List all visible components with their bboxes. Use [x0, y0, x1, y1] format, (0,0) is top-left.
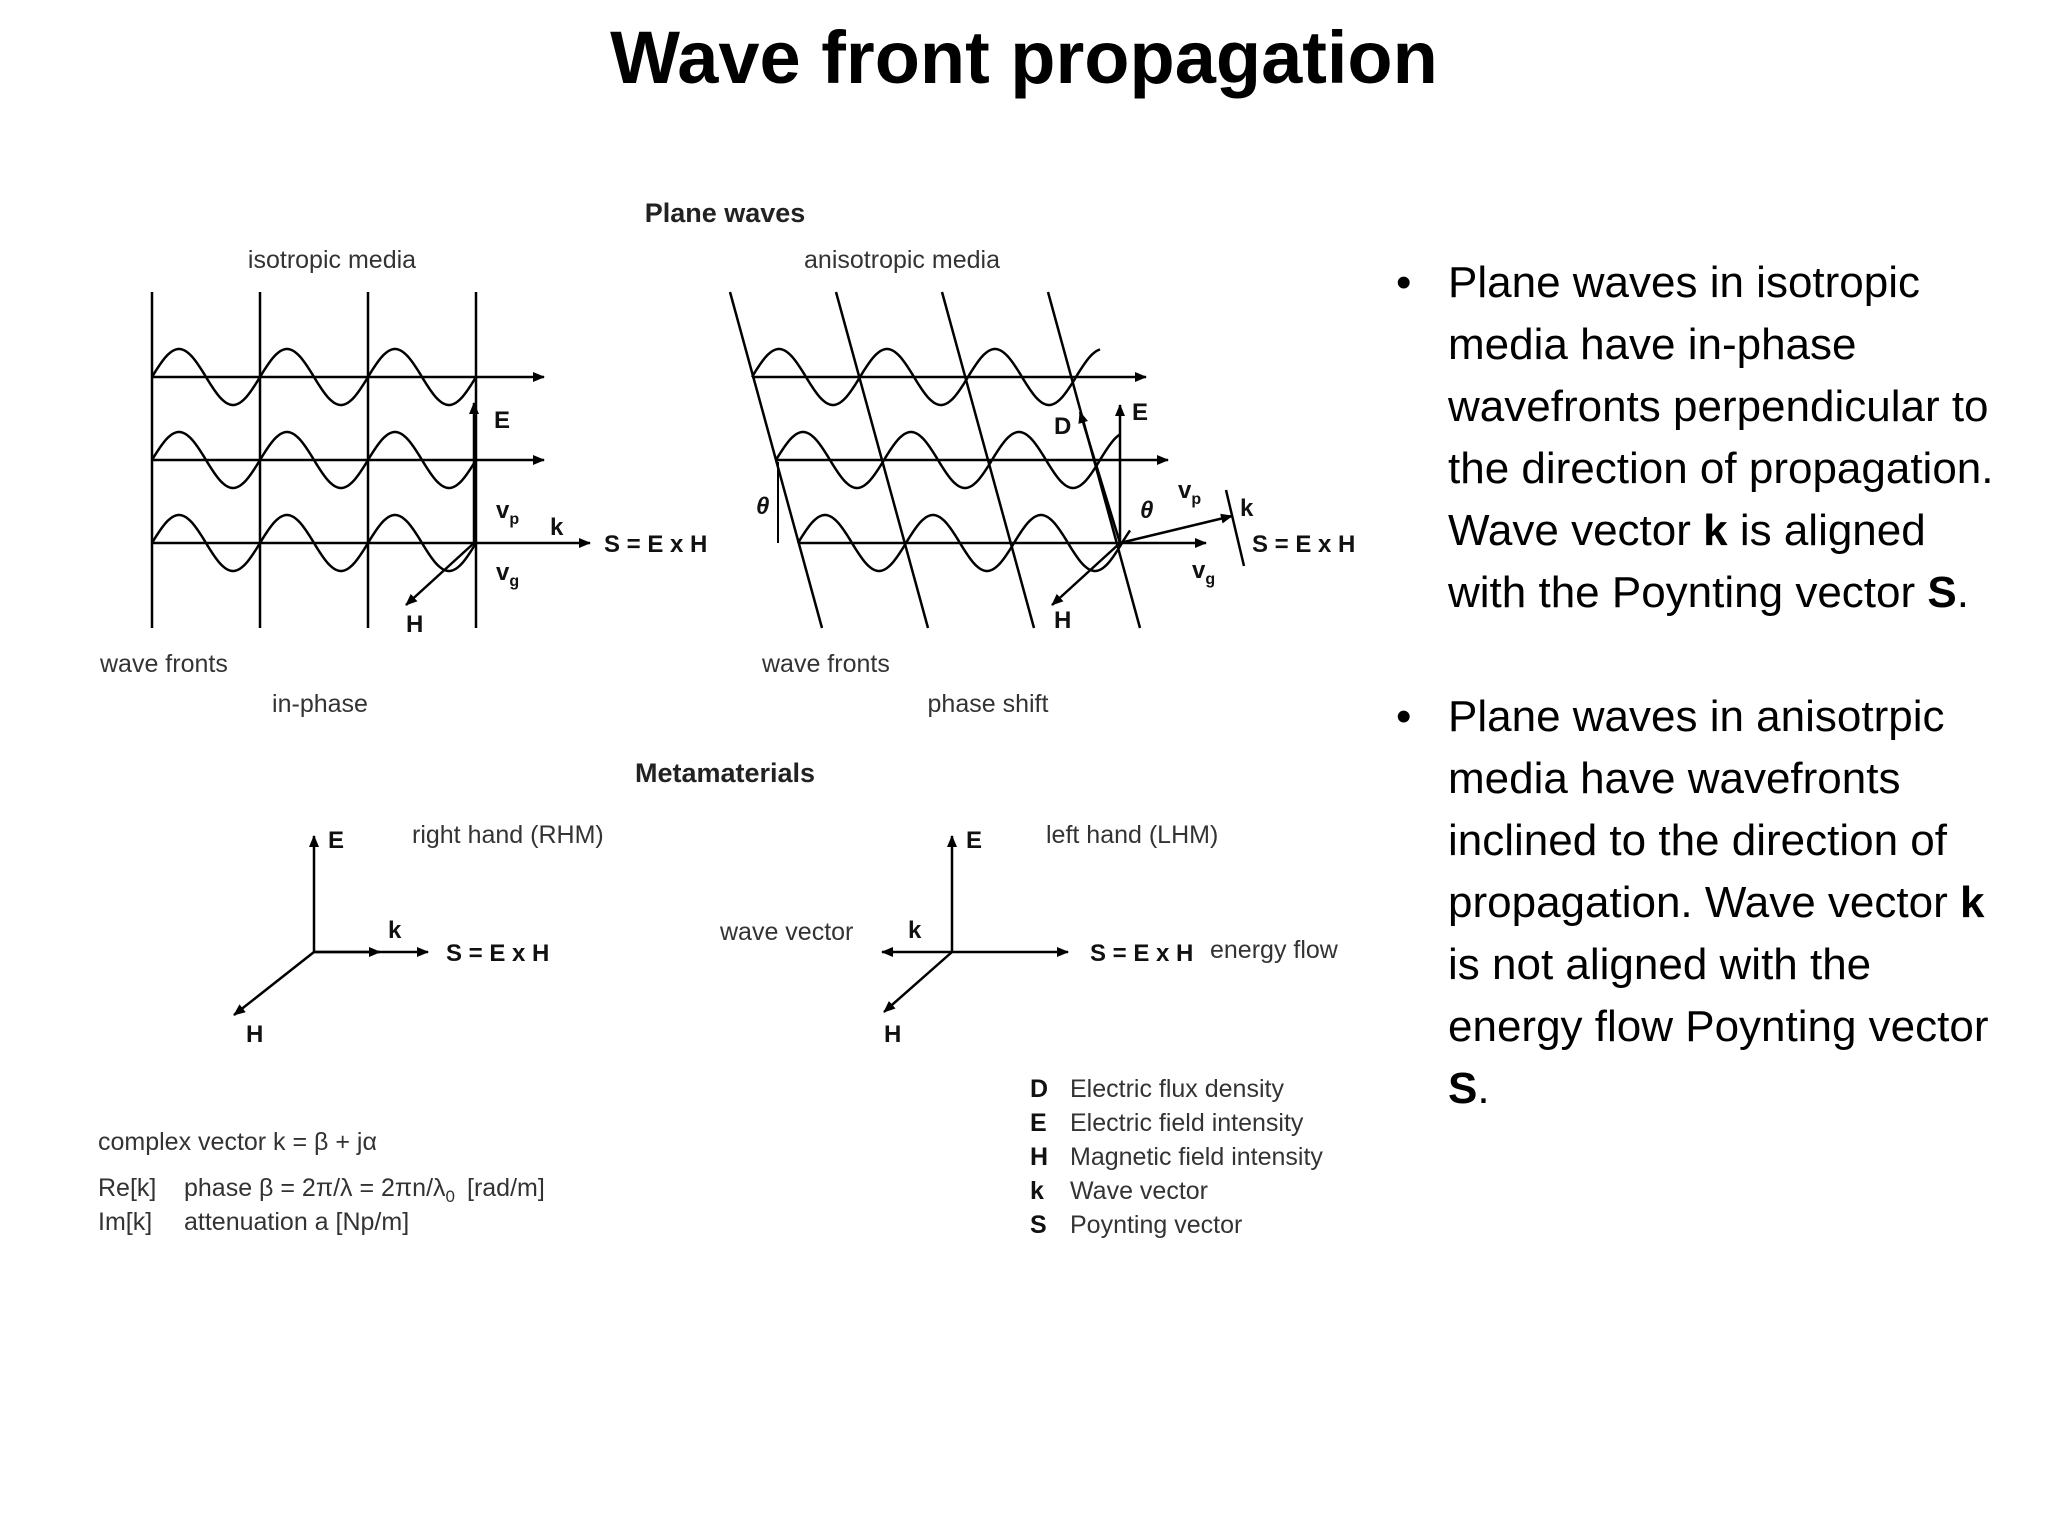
rhm-diagram: E right hand (RHM) k S = E x H H: [233, 821, 604, 1048]
re-k-value: phase β = 2π/λ = 2πn/λ0[rad/m]: [184, 1174, 545, 1206]
poynting-equation: S = E x H: [446, 940, 549, 967]
re-k-key: Re[k]: [98, 1174, 156, 1202]
bullet-bold-s: S: [1448, 1064, 1478, 1113]
bullet-anisotropic: • Plane waves in anisotrpic media have w…: [1396, 686, 2016, 1120]
poynting-equation: S = E x H: [1252, 531, 1355, 558]
legend-key: H: [1030, 1143, 1048, 1171]
legend-description: Poynting vector: [1070, 1211, 1242, 1239]
wave-vector-label: wave vector: [719, 918, 853, 946]
bullet-text: Plane waves in anisotrpic media have wav…: [1448, 692, 1960, 927]
slide-title: Wave front propagation: [610, 16, 1438, 99]
plane-waves-heading: Plane waves: [645, 198, 806, 228]
bullet-dot: •: [1396, 692, 1412, 741]
h-field-arrow: [1051, 542, 1121, 606]
k-label: k: [908, 917, 922, 944]
e-label: E: [1132, 399, 1148, 426]
legend-key: S: [1030, 1211, 1047, 1239]
bullet-list: • Plane waves in isotropic media have in…: [1396, 252, 2016, 1120]
legend-description: Electric field intensity: [1070, 1109, 1304, 1137]
h-label: H: [1054, 607, 1071, 634]
h-label: H: [884, 1021, 901, 1048]
poynting-equation: S = E x H: [1090, 940, 1193, 967]
h-field-arrow: [405, 542, 475, 606]
sine-wave: [796, 513, 1132, 573]
theta-label: θ: [756, 493, 769, 520]
bullet-bold-s: S: [1927, 568, 1957, 617]
legend-description: Electric flux density: [1070, 1075, 1284, 1103]
legend-key: k: [1030, 1177, 1044, 1205]
sine-wave: [150, 430, 478, 490]
bullet-text: is aligned with the Poynting vector: [1448, 506, 1928, 617]
legend-key: E: [1030, 1109, 1047, 1137]
h-label: H: [406, 611, 423, 638]
sine-wave: [750, 347, 1101, 407]
h-field-arrow: [883, 951, 953, 1013]
h-label: H: [246, 1021, 263, 1048]
sine-wave: [150, 513, 478, 573]
complex-vector-notes: complex vector k = β + jα Re[k] phase β …: [98, 1128, 545, 1236]
e-label: E: [328, 827, 344, 854]
wave-fronts-label: wave fronts: [761, 650, 890, 678]
bullet-bold-k: k: [1959, 878, 1985, 927]
bullet-text: Plane waves in isotropic media have in-p…: [1448, 258, 1994, 555]
bullet-isotropic: • Plane waves in isotropic media have in…: [1396, 252, 2016, 624]
legend-description: Wave vector: [1070, 1177, 1208, 1205]
poynting-equation: S = E x H: [604, 531, 707, 558]
k-label: k: [1240, 495, 1254, 522]
sine-wave: [150, 347, 478, 407]
vg-label: vg: [1192, 557, 1215, 588]
rhm-label: right hand (RHM): [412, 821, 604, 849]
lhm-diagram: E left hand (LHM) wave vector k S = E x …: [719, 821, 1339, 1048]
k-label: k: [550, 514, 564, 541]
bullet-text: is not aligned with the energy flow Poyn…: [1448, 940, 1989, 1051]
isotropic-diagram: isotropic media E H vp k vg S = E x H wa…: [99, 246, 707, 718]
anisotropic-diagram: anisotropic media D E H θ θ vp k vg S = …: [728, 246, 1355, 718]
k-vector-arrow: [1119, 513, 1233, 545]
in-phase-label: in-phase: [272, 690, 368, 718]
lhm-label: left hand (LHM): [1046, 821, 1218, 849]
vp-label: vp: [496, 497, 519, 528]
im-k-value: attenuation a [Np/m]: [184, 1208, 409, 1236]
e-label: E: [494, 407, 510, 434]
k-label: k: [388, 917, 402, 944]
theta-label: θ: [1140, 497, 1153, 524]
e-label: E: [966, 827, 982, 854]
wave-fronts-label: wave fronts: [99, 650, 228, 678]
sine-wave: [774, 430, 1121, 490]
bullet-bold-k: k: [1703, 506, 1728, 555]
d-label: D: [1054, 413, 1071, 440]
im-k-key: Im[k]: [98, 1208, 152, 1236]
phase-shift-label: phase shift: [928, 690, 1049, 718]
vg-label: vg: [496, 559, 519, 590]
energy-flow-label: energy flow: [1210, 936, 1339, 964]
anisotropic-media-label: anisotropic media: [804, 246, 1000, 274]
tilted-wavefront-marker: [1224, 489, 1246, 567]
legend-description: Magnetic field intensity: [1070, 1143, 1323, 1171]
metamaterials-heading: Metamaterials: [635, 758, 815, 788]
complex-vector-line: complex vector k = β + jα: [98, 1128, 377, 1156]
vp-label: vp: [1178, 477, 1201, 508]
bullet-dot: •: [1396, 258, 1412, 307]
d-field-arrow: [1078, 411, 1122, 544]
isotropic-media-label: isotropic media: [248, 246, 416, 274]
bullet-text: .: [1956, 568, 1969, 617]
h-field-arrow: [233, 951, 315, 1016]
bullet-text: .: [1477, 1064, 1490, 1113]
legend-key: D: [1030, 1075, 1048, 1103]
